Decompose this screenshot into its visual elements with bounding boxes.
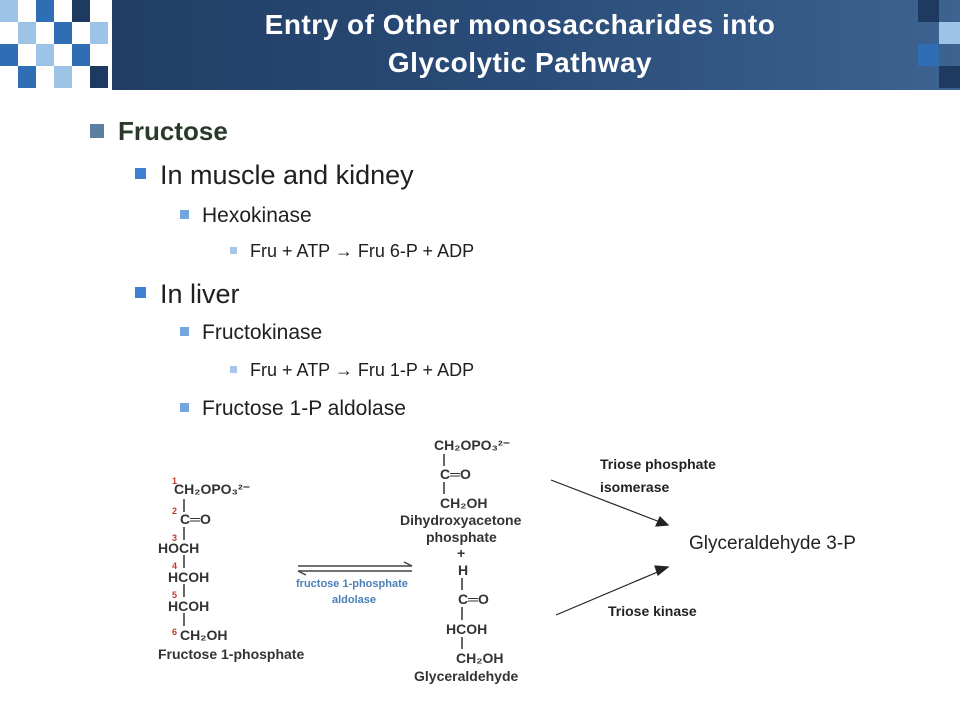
triose-kinase-label: Triose kinase xyxy=(608,603,697,619)
f1p-name: Fructose 1-phosphate xyxy=(158,646,305,662)
bullet-text: Fructokinase xyxy=(202,321,323,344)
carbon-number-6: 6 xyxy=(172,627,178,637)
bullet-square-icon xyxy=(180,327,189,336)
slide-header: Entry of Other monosaccharides into Glyc… xyxy=(0,0,960,90)
carbon-number-2: 2 xyxy=(172,506,178,516)
bullet-square-icon xyxy=(90,124,104,138)
dhap-name-2: phosphate xyxy=(426,529,497,545)
bullet-muscle-kidney: In muscle and kidney xyxy=(135,160,414,191)
bullet-text: In muscle and kidney xyxy=(160,160,414,190)
bullet-text: Fructose 1-P aldolase xyxy=(202,397,406,420)
chem-text: CH₂OPO₃²⁻ xyxy=(174,481,251,497)
carbon-number-1: 1 xyxy=(172,476,178,486)
carbon-number-5: 5 xyxy=(172,590,178,600)
glyceraldehyde-3p-label: Glyceraldehyde 3-P xyxy=(689,533,856,554)
bullet-square-icon xyxy=(230,247,237,254)
gly-c2: HCOH xyxy=(446,621,488,637)
carbon-number-3: 3 xyxy=(172,533,178,543)
f1p-c6: CH₂OH xyxy=(180,627,228,643)
bullet-fructokinase: Fructokinase xyxy=(180,321,323,345)
f1p-c2: C═O xyxy=(180,511,211,527)
bullet-text: Fru + ATP → Fru 1-P + ADP xyxy=(250,360,475,380)
bullet-square-icon xyxy=(180,403,189,412)
triose-isomerase-label-2: isomerase xyxy=(600,479,670,495)
slide-title: Entry of Other monosaccharides into Glyc… xyxy=(120,6,920,82)
bullet-square-icon xyxy=(135,168,146,179)
bullet-liver: In liver xyxy=(135,279,240,310)
gly-name: Glyceraldehyde xyxy=(414,668,519,684)
dhap-name-1: Dihydroxyacetone xyxy=(400,512,522,528)
bullet-hexokinase: Hexokinase xyxy=(180,204,312,228)
enzyme-label-line-2: aldolase xyxy=(332,594,377,606)
title-line-2: Glycolytic Pathway xyxy=(387,47,653,78)
dhap-c3: CH₂OH xyxy=(440,495,488,511)
bullet-text: Hexokinase xyxy=(202,204,312,227)
gly-h: H xyxy=(458,562,469,578)
bullet-aldolase: Fructose 1-P aldolase xyxy=(180,397,406,421)
decorative-mosaic-right xyxy=(918,0,960,90)
bullet-fructose: Fructose xyxy=(90,116,228,147)
f1p-c1: CH₂OPO₃²⁻ xyxy=(174,481,250,498)
f1p-c5: HCOH xyxy=(168,598,210,614)
triose-isomerase-label-1: Triose phosphate xyxy=(600,456,716,472)
plus-sign: + xyxy=(457,545,466,561)
dhap-c1: CH₂OPO₃²⁻ xyxy=(434,437,511,453)
bullet-square-icon xyxy=(180,210,189,219)
f1p-c4: HCOH xyxy=(168,569,210,585)
bullet-reaction-1: Fru + ATP → Fru 6-P + ADP xyxy=(230,241,475,262)
f1p-c3: HOCH xyxy=(158,540,200,556)
bullet-text: Fructose xyxy=(118,116,228,146)
enzyme-label-line-1: fructose 1-phosphate xyxy=(296,578,408,590)
dhap-c2: C═O xyxy=(440,466,471,482)
gly-c3: CH₂OH xyxy=(456,650,504,666)
bullet-text: In liver xyxy=(160,279,240,309)
title-line-1: Entry of Other monosaccharides into xyxy=(264,9,776,40)
bullet-text: Fru + ATP → Fru 6-P + ADP xyxy=(250,241,475,261)
bullet-reaction-2: Fru + ATP → Fru 1-P + ADP xyxy=(230,360,475,381)
gly-c1: C═O xyxy=(458,591,489,607)
bullet-square-icon xyxy=(230,366,237,373)
decorative-mosaic-left xyxy=(0,0,112,90)
carbon-number-4: 4 xyxy=(172,561,178,571)
bullet-square-icon xyxy=(135,287,146,298)
